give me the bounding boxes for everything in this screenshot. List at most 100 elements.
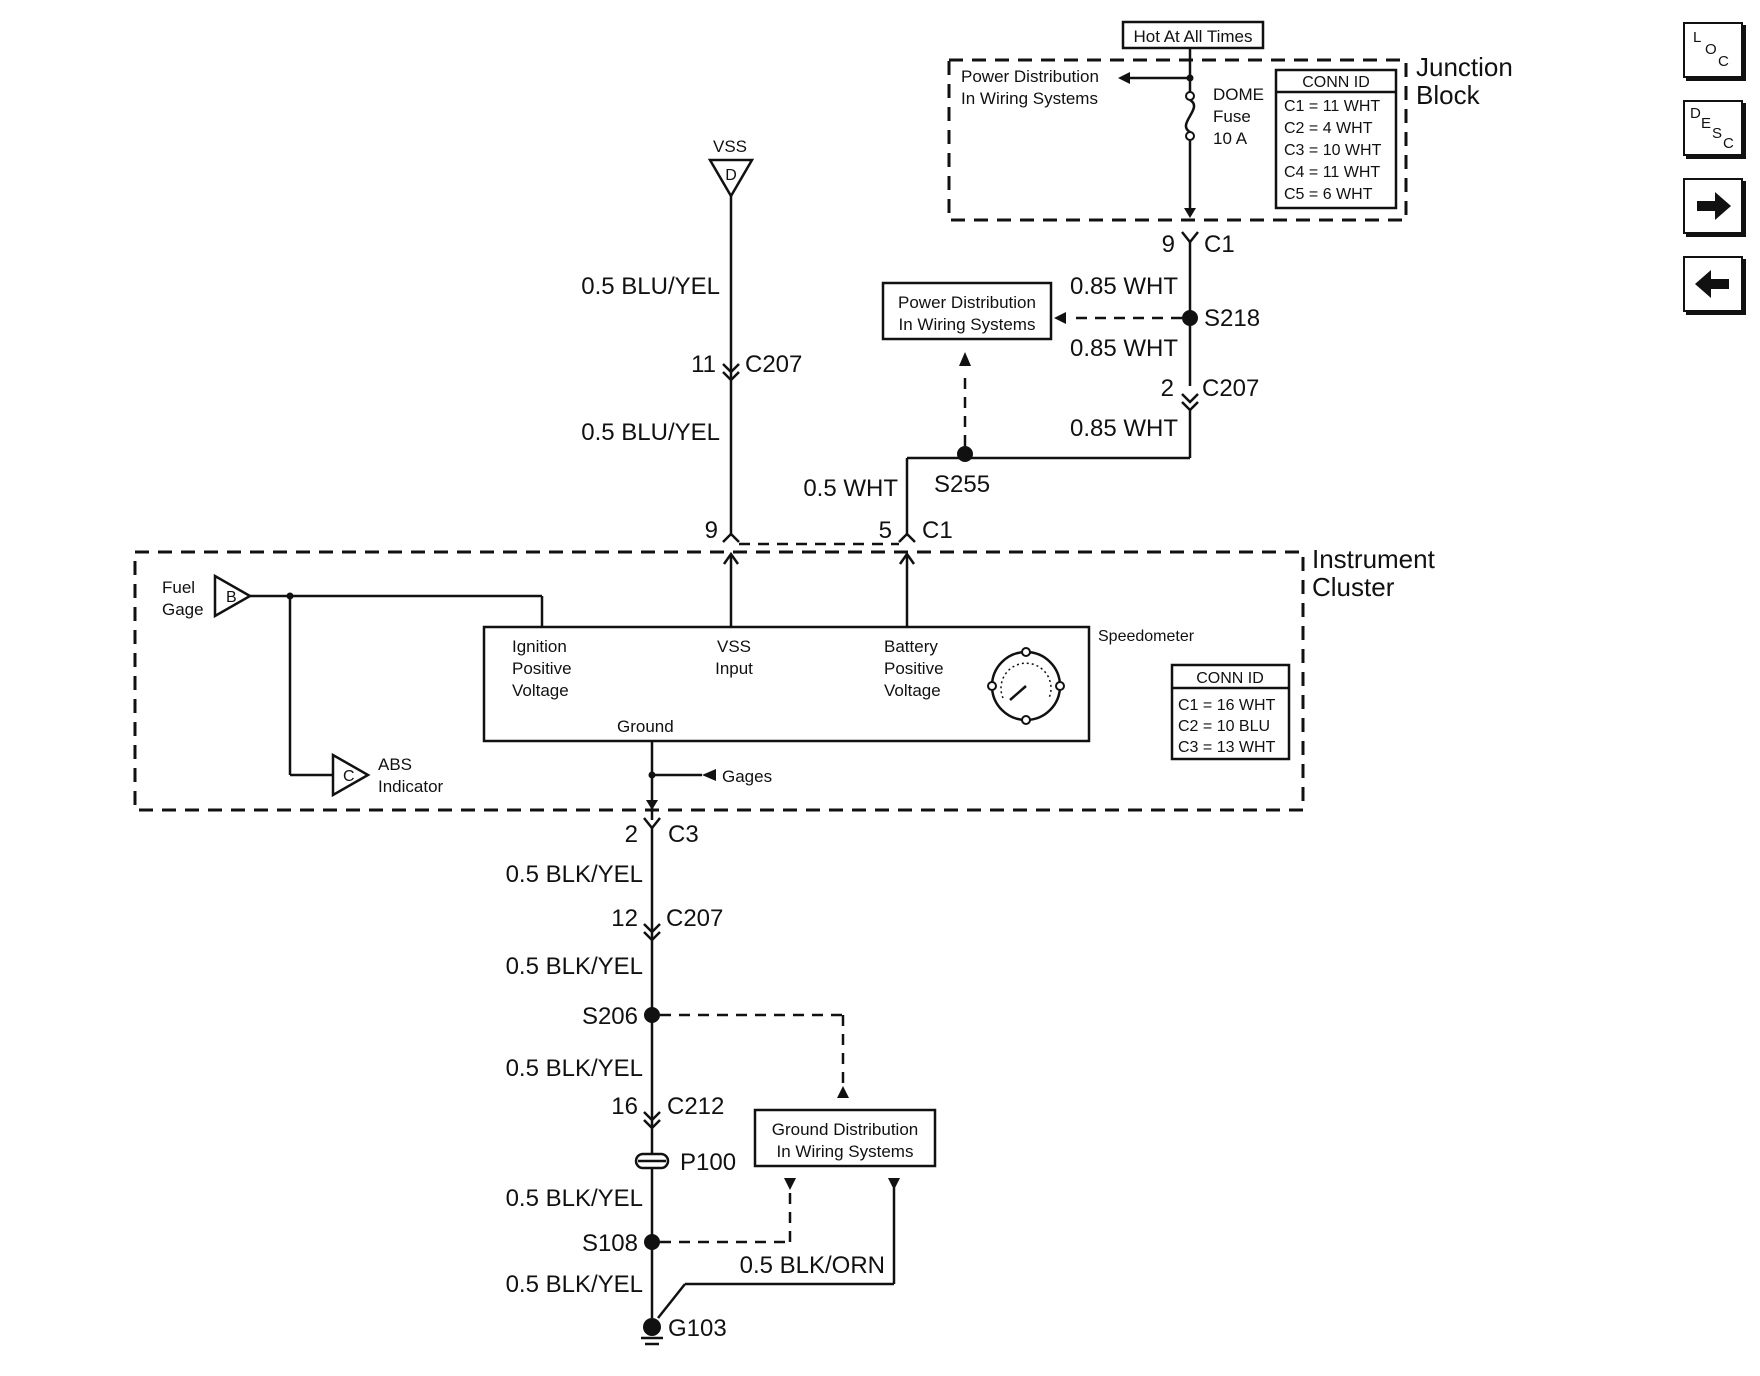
fuse-name-line2: Fuse — [1213, 107, 1251, 126]
c207-connector-symbol — [1181, 393, 1199, 404]
right-arrow-icon — [1697, 192, 1731, 220]
c212-pin-label: 16 — [611, 1093, 638, 1120]
wire-label-0-85-wht: 0.85 WHT — [1070, 415, 1178, 442]
fuel-gage-line1: Fuel — [162, 578, 195, 597]
loc-letter: L — [1693, 29, 1701, 46]
c1-batt-connector-symbol — [898, 532, 916, 543]
fuse-name-line1: DOME — [1213, 85, 1264, 104]
c1-connector-label: C1 — [1204, 231, 1235, 258]
ground-distribution-box — [753, 1108, 937, 1168]
c1-pin-5: 5 — [879, 517, 892, 544]
c212-connector-symbol — [643, 1119, 661, 1130]
ground-circuit: 2 C3 0.5 BLK/YEL 12 C207 0.5 BLK/YEL S20… — [506, 817, 937, 1346]
vss-c207-pin: 11 — [691, 351, 716, 378]
blk-orn-arrowhead-icon — [888, 1178, 900, 1190]
vss-c207-label: C207 — [745, 351, 802, 378]
desc-letter: C — [1723, 135, 1734, 152]
jb-conn-row: C5 = 6 WHT — [1284, 186, 1373, 203]
jb-conn-id-header: CONN ID — [1302, 74, 1370, 91]
battery-label-line3: Voltage — [884, 681, 941, 700]
junction-block: Hot At All Times Junction Block Power Di… — [947, 20, 1513, 222]
fuel-gage-line2: Gage — [162, 600, 204, 619]
fuel-gage-triangle-icon — [213, 573, 253, 619]
instrument-cluster-outline — [133, 550, 1305, 812]
c207-connector-label: C207 — [1202, 375, 1259, 402]
cluster-conn-id-header: CONN ID — [1196, 670, 1264, 687]
cluster-conn-row: C3 = 13 WHT — [1178, 739, 1276, 756]
left-arrow-icon — [1695, 270, 1729, 298]
fuel-gage-letter: B — [226, 589, 237, 606]
next-button[interactable] — [1683, 178, 1743, 234]
wire-label-0-5-blu-yel: 0.5 BLU/YEL — [581, 419, 720, 446]
loc-letter: C — [1718, 53, 1729, 70]
cluster-conn-row: C1 = 16 WHT — [1178, 697, 1276, 714]
c207-pin-label: 2 — [1161, 375, 1174, 402]
battery-input-arrow-icon — [898, 551, 916, 565]
wire-label-0-5-blk-yel: 0.5 BLK/YEL — [506, 1055, 643, 1082]
ground-box-line2: In Wiring Systems — [777, 1142, 914, 1161]
wire-label-0-5-wht: 0.5 WHT — [803, 475, 898, 502]
splice-s108-label: S108 — [582, 1230, 638, 1257]
vss-label: VSS — [713, 137, 747, 156]
c212-connector-label: C212 — [667, 1093, 724, 1120]
vss-c207-connector-symbol — [722, 363, 740, 374]
splice-s218-label: S218 — [1204, 305, 1260, 332]
jb-conn-row: C1 = 11 WHT — [1284, 98, 1380, 115]
wire-0-5-blk-orn-diag — [657, 1283, 686, 1319]
vss-triangle-icon — [707, 158, 755, 199]
location-button[interactable]: L O C — [1683, 22, 1743, 78]
vss-c207-connector-symbol — [722, 371, 740, 382]
desc-letter: E — [1701, 115, 1711, 132]
cluster-conn-id-table — [1170, 663, 1291, 761]
jb-out-arrowhead-icon — [1184, 208, 1196, 218]
jb-power-dist-line2: In Wiring Systems — [961, 89, 1098, 108]
vss-triangle-letter: D — [725, 167, 737, 184]
c212-connector-symbol — [643, 1111, 661, 1122]
ground-label: Ground — [617, 717, 674, 736]
jb-power-dist-line1: Power Distribution — [961, 67, 1099, 86]
battery-label-line1: Battery — [884, 637, 938, 656]
loc-letter: O — [1705, 41, 1717, 58]
jb-feed-junction-dot — [1186, 74, 1194, 82]
abs-label-line1: ABS — [378, 755, 412, 774]
fuse-terminal-bottom — [1185, 131, 1195, 141]
splice-s206-dot — [644, 1007, 660, 1023]
s255-arrowhead-icon — [959, 352, 971, 366]
junction-block-title-line2: Block — [1416, 80, 1481, 110]
wire-label-0-5-blk-yel: 0.5 BLK/YEL — [506, 1271, 643, 1298]
instrument-cluster: Instrument Cluster 9 5 C1 Fuel Gage B C … — [133, 517, 1436, 820]
ground-c207-connector-symbol — [643, 931, 661, 942]
ground-c207-connector-symbol — [643, 923, 661, 934]
cluster-conn-row: C2 = 10 BLU — [1178, 718, 1270, 735]
gages-junction-dot — [648, 771, 656, 779]
cluster-title-line2: Cluster — [1312, 572, 1395, 602]
gages-arrowhead-icon — [702, 769, 716, 781]
splice-s255-label: S255 — [934, 471, 990, 498]
jb-power-dist-arrowhead-icon — [1118, 72, 1130, 84]
vss-input-label-line2: Input — [715, 659, 753, 678]
cluster-title-line1: Instrument — [1312, 544, 1436, 574]
c1-vss-connector-symbol — [722, 532, 740, 543]
abs-triangle-icon — [331, 752, 371, 798]
power-distribution-box — [881, 281, 1053, 341]
desc-letter: D — [1690, 105, 1701, 122]
junction-block-outline — [947, 58, 1408, 222]
jb-conn-row: C3 = 10 WHT — [1284, 142, 1382, 159]
ignition-label-line3: Voltage — [512, 681, 569, 700]
ground-box-line1: Ground Distribution — [772, 1120, 918, 1139]
splice-s255-dot — [957, 446, 973, 462]
back-button[interactable] — [1683, 256, 1743, 312]
ground-c207-pin: 12 — [611, 905, 638, 932]
c3-pin-label: 2 — [625, 821, 638, 848]
fuse-terminal-top — [1185, 91, 1195, 101]
description-button[interactable]: D E S C — [1683, 100, 1743, 156]
splice-s206-label: S206 — [582, 1003, 638, 1030]
wire-label-0-5-blu-yel: 0.5 BLU/YEL — [581, 273, 720, 300]
splice-s108-dot — [644, 1234, 660, 1250]
fuse-symbol-icon — [1184, 98, 1196, 134]
splice-s218-dot — [1182, 310, 1198, 326]
ignition-label-line2: Positive — [512, 659, 572, 678]
vss-circuit: VSS D 0.5 BLU/YEL 11 C207 0.5 BLU/YEL — [581, 137, 802, 536]
desc-letter: S — [1712, 125, 1722, 142]
cluster-c1-label: C1 — [922, 517, 953, 544]
